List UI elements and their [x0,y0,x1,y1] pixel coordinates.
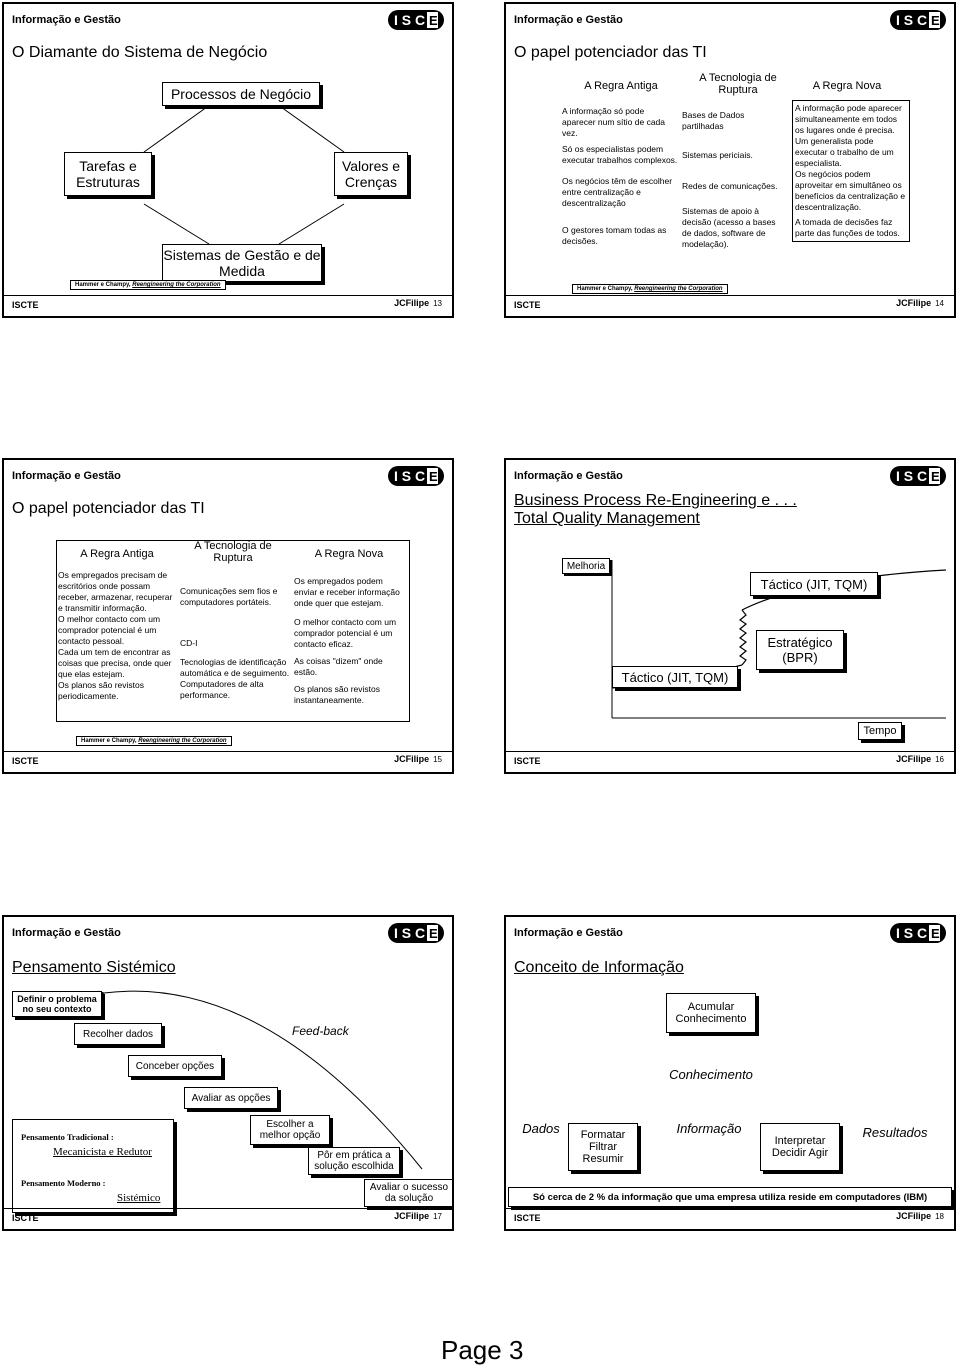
citation: Hammer e Champy, Reengineering the Corpo… [572,284,728,294]
step-avaliar-opcoes: Avaliar as opções [184,1087,278,1109]
slide-title: Pensamento Sistémico [12,959,176,976]
svg-text:E: E [931,469,940,484]
iscte-logo: I S C E [388,10,444,30]
informacao-label: Informação [666,1121,752,1136]
old-rules: Os empregados precisam de escritórios on… [58,570,173,701]
acumular-box: Acumular Conhecimento [666,993,756,1033]
slide-18: Informação e Gestão I S C E Conceito de … [504,915,956,1231]
iscte-logo: I S C E [890,10,946,30]
page-number: Page 3 [441,1335,524,1365]
svg-text:I S C: I S C [394,468,425,484]
slide-header: Informação e Gestão [514,927,623,939]
dados-label: Dados [516,1121,566,1136]
feedback-label: Feed-back [292,1024,349,1038]
x-axis-label: Tempo [858,722,902,740]
citation: Hammer e Champy, Reengineering the Corpo… [70,280,226,290]
svg-text:I S C: I S C [394,925,425,941]
step-escolher: Escolher a melhor opção [250,1115,330,1145]
svg-text:I S C: I S C [896,12,927,28]
old-rules: A informação só pode aparecer num sítio … [562,106,678,246]
slide-title: Conceito de Informação [514,959,684,976]
formatar-box: Formatar Filtrar Resumir [568,1123,638,1171]
svg-text:E: E [429,13,438,28]
slide-13: Informação e Gestão I S C E O Diamante d… [2,2,454,318]
header-new: A Regra Nova [314,548,384,560]
header-old: A Regra Antiga [584,80,658,92]
tech-items: Bases de Dados partilhadas Sistemas peri… [682,110,778,249]
sistemas-box: Sistemas de Gestão e de Medida [162,244,322,282]
svg-text:E: E [931,926,940,941]
feedback-arrows [98,990,423,1170]
interpretar-box: Interpretar Decidir Agir [760,1123,840,1171]
step-recolher: Recolher dados [74,1023,162,1045]
new-rules: Os empregados podem enviar e receber inf… [294,576,400,705]
citation: Hammer e Champy, Reengineering the Corpo… [76,736,232,746]
slide-header: Informação e Gestão [12,470,121,482]
slide-16: Informação e Gestão I S C E Business Pro… [504,458,956,774]
note-box: Só cerca de 2 % da informação que uma em… [508,1187,952,1207]
slide-15: Informação e Gestão I S C E O papel pote… [2,458,454,774]
iscte-logo: I S C E [890,466,946,486]
tech-items: Comunicações sem fios e computadores por… [180,586,290,700]
new-rules: A informação pode aparecer simultaneamen… [792,100,910,242]
svg-text:I S C: I S C [896,468,927,484]
slide-header: Informação e Gestão [514,470,623,482]
svg-text:E: E [931,13,940,28]
svg-text:E: E [429,469,438,484]
tactico-low-label: Táctico (JIT, TQM) [612,666,738,688]
slide-title: O papel potenciador das TI [12,500,205,517]
slide-title-line1: Business Process Re-Engineering e . . . [514,492,797,509]
iscte-logo: I S C E [388,466,444,486]
svg-text:E: E [429,926,438,941]
iscte-logo: I S C E [388,923,444,943]
diamond-lines [143,101,345,245]
slide-title: O papel potenciador das TI [514,44,707,61]
slide-title: O Diamante do Sistema de Negócio [12,44,268,61]
slide-title-line2: Total Quality Management [514,510,700,527]
step-conceber: Conceber opções [128,1055,222,1077]
iscte-logo: I S C E [890,923,946,943]
valores-box: Valores e Crenças [334,152,408,196]
resultados-label: Resultados [850,1125,940,1140]
slide-14: Informação e Gestão I S C E O papel pote… [504,2,956,318]
y-axis-label: Melhoria [562,558,610,574]
svg-text:I S C: I S C [394,12,425,28]
slide-header: Informação e Gestão [12,927,121,939]
conhecimento-label: Conhecimento [656,1067,766,1082]
header-tech: A Tecnologia de Ruptura [194,540,272,564]
tactico-high-label: Táctico (JIT, TQM) [750,572,878,596]
svg-text:I S C: I S C [896,925,927,941]
table-frame [56,540,410,722]
step-avaliar-sucesso: Avaliar o sucesso da solução [364,1179,452,1207]
header-old: A Regra Antiga [80,548,154,560]
tarefas-box: Tarefas e Estruturas [64,152,152,196]
header-new: A Regra Nova [812,80,882,92]
thinking-box: Pensamento Tradicional : Mecanicista e R… [12,1119,174,1213]
header-tech: A Tecnologia de Ruptura [699,72,777,96]
slide-17: Informação e Gestão I S C E Pensamento S… [2,915,454,1231]
processos-box: Processos de Negócio [162,82,320,106]
slide-header: Informação e Gestão [514,14,623,26]
slide-header: Informação e Gestão [12,14,121,26]
estrategico-label: Estratégico (BPR) [756,630,844,670]
step-definir: Definir o problema no seu contexto [12,991,102,1017]
step-por-em-pratica: Pôr em prática a solução escolhida [308,1147,400,1175]
